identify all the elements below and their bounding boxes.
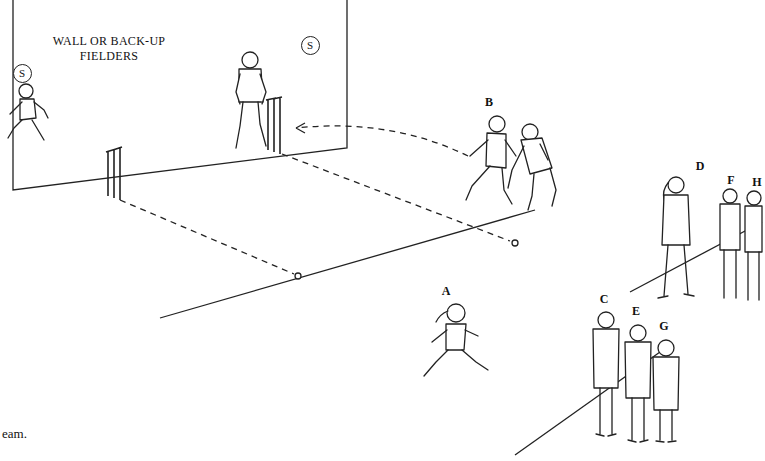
- arrow-head: [296, 123, 305, 133]
- player-figure: [625, 325, 651, 442]
- player-figure: [508, 124, 556, 210]
- player-letter: H: [752, 176, 761, 188]
- player-figure: [653, 340, 679, 442]
- fielder-figure: [8, 84, 48, 140]
- player-figure: [720, 189, 740, 298]
- field-line: [630, 222, 762, 292]
- player-letter: A: [442, 285, 451, 297]
- caption-fragment: eam.: [2, 427, 27, 440]
- ball: [512, 240, 518, 246]
- fielder-marker: S: [13, 64, 32, 83]
- player-figure: [593, 312, 619, 436]
- wicket: [106, 97, 282, 200]
- wall-outline: [12, 0, 348, 192]
- player-letter: D: [696, 160, 705, 172]
- ball: [295, 273, 301, 279]
- player-letter: C: [600, 293, 609, 305]
- wall-panel: S S WALL OR BACK-UP FIELDERS: [12, 0, 348, 192]
- fielder-letter: S: [19, 68, 25, 79]
- wall-label: WALL OR BACK-UP FIELDERS: [34, 34, 184, 64]
- fielder-letter: S: [307, 40, 313, 51]
- player-letter: B: [485, 96, 493, 108]
- fielder-marker: S: [301, 36, 320, 55]
- player-letter: F: [727, 174, 734, 186]
- player-letter: E: [632, 305, 640, 317]
- player-figure: [658, 177, 694, 298]
- field-line: [160, 210, 535, 318]
- fielder-figure: [236, 52, 266, 148]
- wall-edge: [13, 0, 347, 190]
- player-figure: [424, 304, 488, 376]
- player-figure: [466, 116, 516, 204]
- player-letter: G: [659, 320, 668, 332]
- player-figure: [745, 191, 762, 300]
- ball-path: [120, 200, 294, 274]
- ball-path: [282, 154, 510, 241]
